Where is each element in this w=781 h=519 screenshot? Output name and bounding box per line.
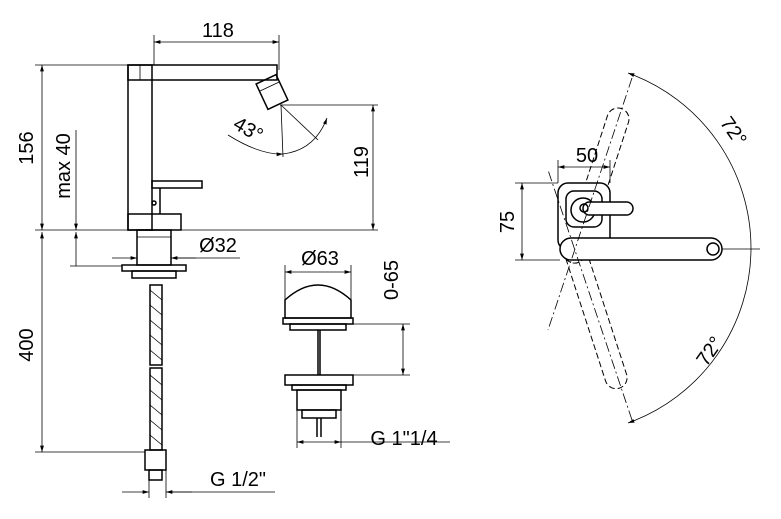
dim-lever-angle-up: 72°: [715, 113, 750, 150]
dim-hose-thread: G 1/2": [210, 469, 266, 491]
spout-top: [559, 237, 723, 261]
lever-handle: [151, 180, 203, 189]
dim-plate-height: 75: [497, 211, 519, 233]
faucet-dimensions: 118 156 max 40 119 43° Ø32 400 G 1/2": [16, 20, 378, 498]
dim-shank-diameter: Ø32: [199, 235, 237, 257]
dim-total-height: 156: [16, 131, 38, 164]
hose-nut: [144, 449, 167, 471]
dim-waste-thread: G 1"1/4: [370, 428, 437, 450]
waste-dimensions: Ø63 0-65 G 1"1/4: [284, 248, 450, 450]
aerator: [255, 73, 289, 111]
faucet-top-view: 72° 72° 50 75: [497, 72, 760, 424]
pop-up-waste: [282, 284, 354, 437]
dim-lever-angle-down: 72°: [692, 333, 727, 370]
dim-waste-diameter: Ø63: [301, 248, 339, 270]
dim-hose-length: 400: [16, 328, 38, 361]
dim-max-deck: max 40: [53, 133, 75, 199]
waste-cap: [284, 284, 352, 319]
dim-spout-reach: 118: [202, 20, 234, 42]
dim-waste-range: 0-65: [381, 260, 403, 300]
dim-spray-angle: 43°: [229, 113, 266, 147]
dim-plate-width: 50: [576, 145, 598, 167]
dim-spout-height: 119: [351, 146, 373, 178]
flexible-hose: [149, 284, 163, 366]
